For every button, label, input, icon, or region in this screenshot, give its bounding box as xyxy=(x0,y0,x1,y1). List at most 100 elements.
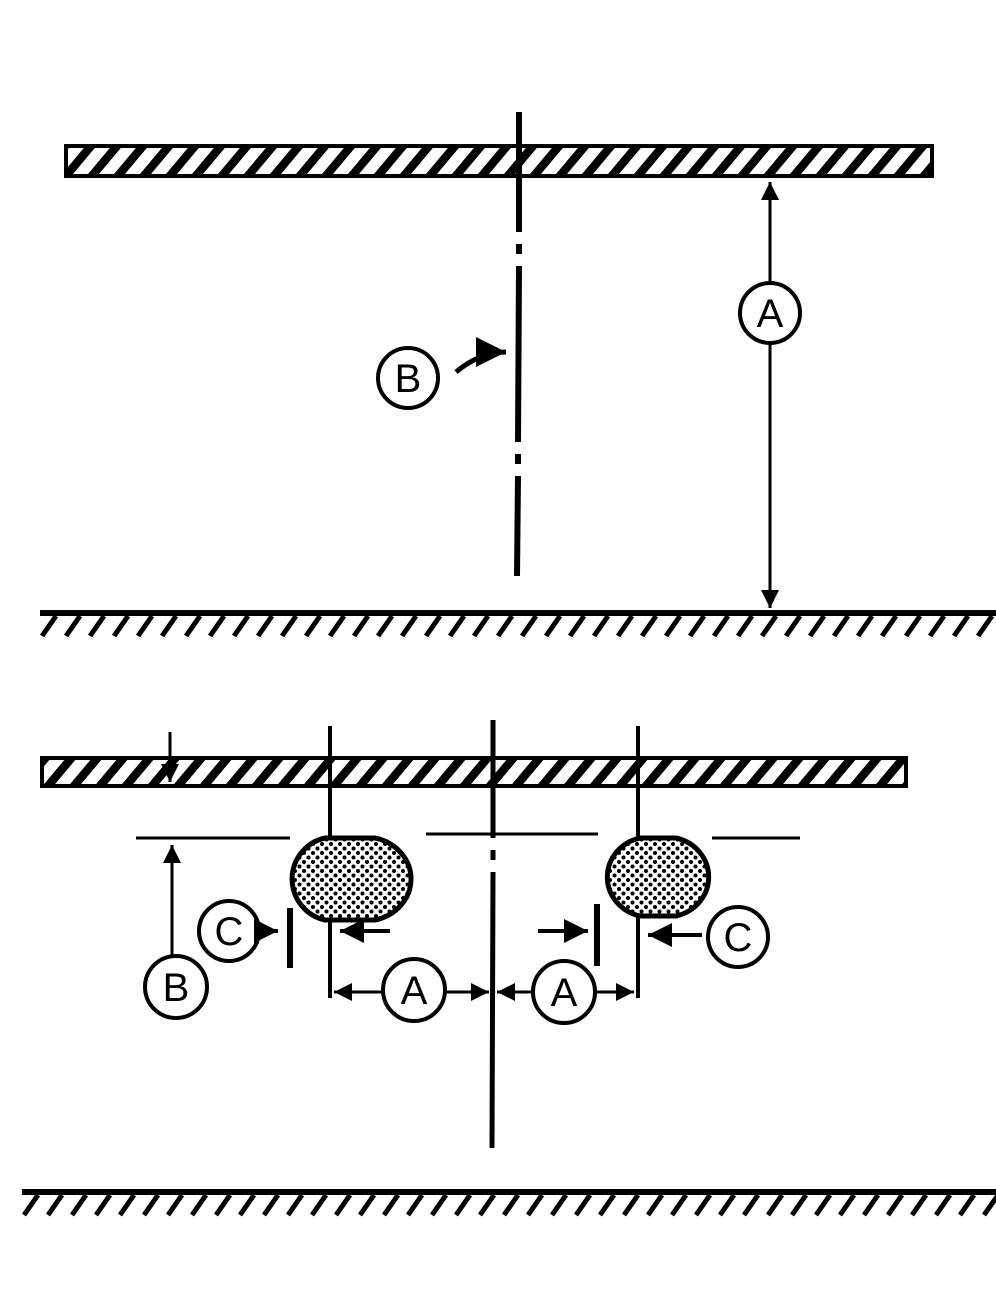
floor-hatch-tick xyxy=(261,1193,281,1217)
floor-hatch-tick xyxy=(693,1193,713,1217)
svg-text:A: A xyxy=(551,971,578,1015)
floor-hatch-tick xyxy=(789,1193,809,1217)
floor-hatch-tick xyxy=(93,1193,113,1217)
floor-hatch-tick xyxy=(669,1193,689,1217)
floor-hatch-tick xyxy=(399,614,419,638)
upper-centerline xyxy=(514,112,522,577)
floor-hatch-tick xyxy=(381,1193,401,1217)
floor-hatch-tick xyxy=(87,614,107,638)
floor-hatch-tick xyxy=(231,614,251,638)
floor-hatch-tick xyxy=(327,614,347,638)
upper-dimension-a: A xyxy=(738,182,802,608)
floor-hatch-tick xyxy=(855,614,875,638)
floor-hatch-tick xyxy=(423,614,443,638)
lower-left-object xyxy=(289,835,414,923)
floor-hatch-tick xyxy=(183,614,203,638)
floor-hatch-tick xyxy=(759,614,779,638)
lower-reference-lines xyxy=(136,832,800,840)
upper-label-b-leader xyxy=(454,337,507,374)
floor-hatch-tick xyxy=(783,614,803,638)
svg-text:C: C xyxy=(724,916,753,960)
floor-hatch-tick xyxy=(519,614,539,638)
floor-hatch-tick xyxy=(885,1193,905,1217)
floor-hatch-tick xyxy=(501,1193,521,1217)
floor-hatch-tick xyxy=(333,1193,353,1217)
upper-floor xyxy=(39,610,996,638)
lower-view: B C C A A xyxy=(21,720,996,1217)
floor-hatch-tick xyxy=(375,614,395,638)
floor-hatch-tick xyxy=(117,1193,137,1217)
floor-hatch-tick xyxy=(543,614,563,638)
lower-dimension-b: B xyxy=(143,845,209,1020)
floor-hatch-tick xyxy=(861,1193,881,1217)
floor-hatch-tick xyxy=(525,1193,545,1217)
floor-hatch-tick xyxy=(645,1193,665,1217)
floor-hatch-tick xyxy=(477,1193,497,1217)
lower-ceiling-beam xyxy=(40,756,908,788)
floor-hatch-tick xyxy=(495,614,515,638)
floor-hatch-tick xyxy=(663,614,683,638)
floor-hatch-tick xyxy=(711,614,731,638)
floor-hatch-tick xyxy=(597,1193,617,1217)
floor-hatch-tick xyxy=(69,1193,89,1217)
floor-hatch-tick xyxy=(975,614,995,638)
floor-hatch-tick xyxy=(981,1193,996,1217)
floor-hatch-tick xyxy=(573,1193,593,1217)
floor-hatch-tick xyxy=(165,1193,185,1217)
floor-hatch-tick xyxy=(903,614,923,638)
floor-hatch-tick xyxy=(39,614,59,638)
floor-hatch-tick xyxy=(621,1193,641,1217)
floor-hatch-tick xyxy=(765,1193,785,1217)
floor-hatch-tick xyxy=(453,1193,473,1217)
floor-hatch-tick xyxy=(927,614,947,638)
floor-hatch-tick xyxy=(831,614,851,638)
upper-ceiling-beam xyxy=(64,144,934,178)
floor-hatch-tick xyxy=(309,1193,329,1217)
svg-text:C: C xyxy=(215,910,244,954)
lower-centerline xyxy=(489,720,496,1149)
floor-hatch-tick xyxy=(207,614,227,638)
floor-hatch-tick xyxy=(933,1193,953,1217)
floor-hatch-tick xyxy=(351,614,371,638)
floor-hatch-tick xyxy=(135,614,155,638)
floor-hatch-tick xyxy=(255,614,275,638)
floor-hatch-tick xyxy=(189,1193,209,1217)
svg-text:B: B xyxy=(163,966,190,1010)
floor-hatch-tick xyxy=(285,1193,305,1217)
floor-hatch-tick xyxy=(807,614,827,638)
floor-hatch-tick xyxy=(837,1193,857,1217)
floor-hatch-tick xyxy=(879,614,899,638)
lower-right-object xyxy=(604,835,712,919)
floor-hatch-tick xyxy=(279,614,299,638)
svg-text:A: A xyxy=(757,292,784,336)
floor-hatch-tick xyxy=(45,1193,65,1217)
floor-hatch-tick xyxy=(615,614,635,638)
floor-hatch-tick xyxy=(447,614,467,638)
floor-hatch-tick xyxy=(237,1193,257,1217)
upper-label-b: B xyxy=(376,337,507,410)
lower-dimension-a-right: A xyxy=(497,959,634,1025)
floor-hatch-tick xyxy=(21,1193,41,1217)
lower-dimension-a-left: A xyxy=(334,957,489,1023)
floor-hatch-tick xyxy=(813,1193,833,1217)
floor-hatch-tick xyxy=(549,1193,569,1217)
floor-hatch-tick xyxy=(111,614,131,638)
floor-hatch-tick xyxy=(717,1193,737,1217)
floor-hatch-tick xyxy=(429,1193,449,1217)
floor-hatch-tick xyxy=(141,1193,161,1217)
floor-hatch-tick xyxy=(159,614,179,638)
floor-hatch-tick xyxy=(303,614,323,638)
floor-hatch-tick xyxy=(687,614,707,638)
floor-hatch-tick xyxy=(567,614,587,638)
floor-hatch-tick xyxy=(909,1193,929,1217)
floor-hatch-tick xyxy=(639,614,659,638)
lower-floor xyxy=(21,1189,996,1217)
svg-text:B: B xyxy=(395,357,422,401)
lower-clearance-c-right: C xyxy=(538,904,770,969)
svg-text:A: A xyxy=(401,969,428,1013)
floor-hatch-tick xyxy=(213,1193,233,1217)
floor-hatch-tick xyxy=(951,614,971,638)
floor-hatch-tick xyxy=(471,614,491,638)
floor-hatch-tick xyxy=(63,614,83,638)
